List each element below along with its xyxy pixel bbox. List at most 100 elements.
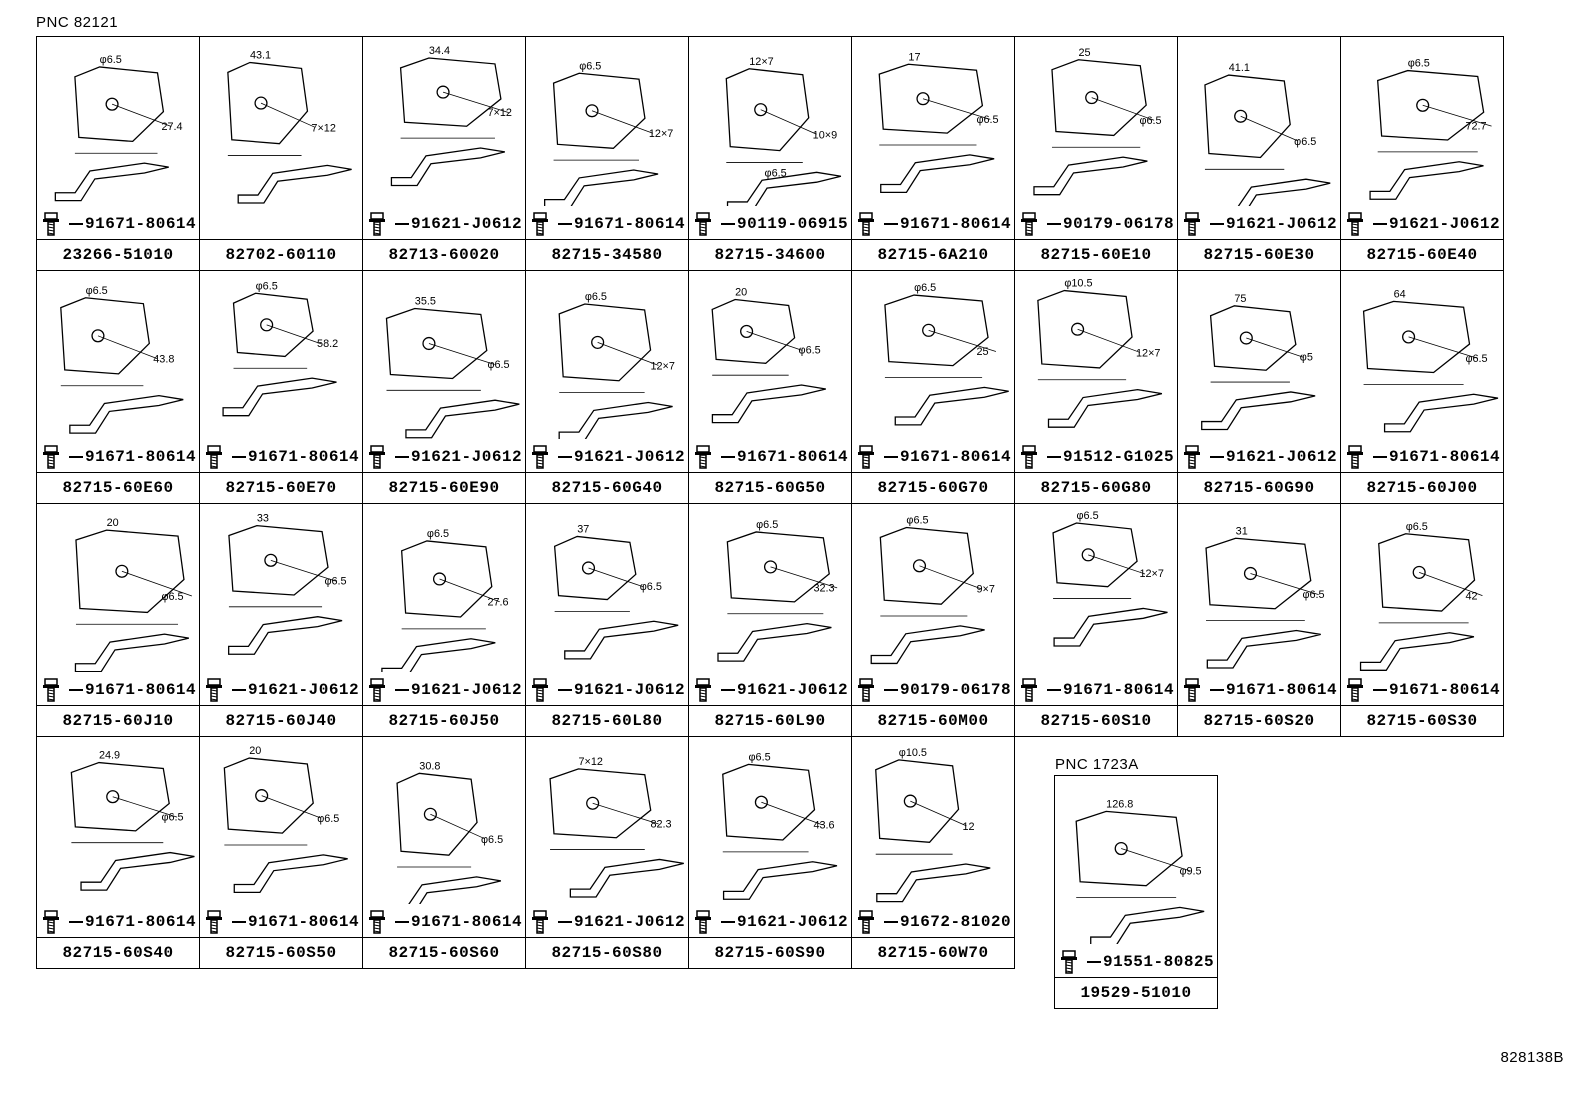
part-number: 82715-60J50 [388, 712, 500, 730]
bracket-side-view [870, 625, 985, 665]
cell-divider [526, 472, 688, 473]
part-number: 82715-60E60 [62, 479, 174, 497]
bracket-plate-outline [74, 66, 165, 143]
leader-line [266, 324, 322, 345]
bracket-side-view [544, 169, 659, 206]
bracket-side-view [1053, 607, 1168, 647]
bolt-part-number: 91671-80614 [395, 910, 523, 934]
bracket-side-view [1201, 391, 1316, 431]
bracket-drawing: 35.5φ6.5 [385, 296, 520, 439]
bracket-plate-outline [1037, 289, 1133, 369]
cell-divider [37, 239, 199, 240]
diagram-reference: 828138B [1500, 1049, 1564, 1066]
cell-divider [526, 239, 688, 240]
bracket-side-view [233, 854, 348, 894]
bracket-plate-outline [879, 526, 974, 605]
dimension-label: φ6.5 [1076, 510, 1098, 522]
bolt-part-number: 91621-J0612 [558, 678, 686, 702]
cell-divider [1178, 472, 1340, 473]
mounting-hole [260, 318, 274, 332]
bolt-part-number: 91621-J0612 [395, 445, 523, 469]
mounting-hole [1402, 330, 1416, 344]
bracket-drawing: φ6.512×7 [1052, 510, 1168, 647]
dimension-label: 30.8 [419, 760, 440, 772]
mounting-hole [105, 97, 119, 111]
leader-line [442, 91, 509, 113]
bracket-plate-outline [1052, 522, 1138, 588]
cell-divider [1341, 239, 1503, 240]
leader-line [588, 567, 644, 588]
leader-line [1077, 328, 1141, 353]
part-number: 82715-60J10 [62, 712, 174, 730]
cell-divider [1015, 705, 1177, 706]
bolt-icon [1061, 950, 1077, 974]
bracket-drawing: 34.47×12 [390, 45, 512, 187]
bolt-icon [532, 212, 548, 236]
mounting-hole [1239, 331, 1253, 345]
bracket-drawing: φ6.527.6 [381, 528, 509, 672]
dimension-label: 20 [249, 745, 261, 757]
part-number: 23266-51010 [62, 246, 174, 264]
bracket-side-view [564, 620, 679, 660]
bolt-icon [695, 212, 711, 236]
bracket-plate-outline [1376, 69, 1485, 141]
mounting-hole [264, 553, 278, 567]
dimension-label: φ6.5 [585, 291, 607, 303]
cell-divider [1055, 977, 1217, 978]
bolt-icon [43, 445, 59, 469]
dimension-label: 10×9 [813, 129, 837, 141]
bracket-drawing: φ6.512×7 [544, 60, 673, 206]
bracket-drawing: φ6.532.3 [717, 519, 838, 662]
bracket-side-view [722, 861, 838, 900]
part-number: 82715-34580 [551, 246, 663, 264]
bracket-drawing: 126.8φ9.5 [1075, 798, 1205, 944]
mounting-hole [255, 789, 269, 803]
dimension-label: 24.9 [99, 750, 120, 762]
bolt-part-number: 91672-81020 [884, 910, 1012, 934]
bolt-part-number: 91671-80614 [1210, 678, 1338, 702]
bracket-side-view [222, 377, 337, 417]
part-number: 82715-6A210 [877, 246, 989, 264]
bracket-drawing: φ6.543.8 [60, 285, 184, 434]
dimension-label: φ6.5 [976, 114, 998, 126]
mounting-hole [754, 795, 768, 809]
pnc-label-main: PNC 82121 [36, 14, 119, 31]
bracket-plate-outline [227, 61, 309, 145]
cell-divider [200, 239, 362, 240]
leader-line [770, 566, 838, 589]
bracket-drawing: φ6.558.2 [222, 280, 338, 417]
bracket-drawing: φ6.525 [884, 282, 1009, 426]
bolt-icon [1347, 678, 1363, 702]
cell-divider [689, 705, 851, 706]
dimension-label: φ6.5 [1465, 353, 1487, 365]
bracket-drawing: φ10.512×7 [1037, 278, 1163, 428]
leader-line [746, 331, 803, 351]
bracket-side-view [569, 858, 684, 898]
bracket-side-view [1206, 629, 1321, 669]
bracket-side-view [1047, 388, 1163, 428]
part-number: 82715-60S20 [1203, 712, 1315, 730]
leader-line [428, 343, 495, 365]
cell-divider [1178, 239, 1340, 240]
dimension-label: 12×7 [1136, 347, 1160, 359]
bracket-side-view [1369, 161, 1484, 200]
bracket-drawing: φ6.572.7 [1369, 58, 1492, 200]
bolt-part-number: 91671-80614 [721, 445, 849, 469]
leader-line [1121, 848, 1191, 872]
leader-line [112, 796, 178, 818]
bolt-icon [1347, 445, 1363, 469]
